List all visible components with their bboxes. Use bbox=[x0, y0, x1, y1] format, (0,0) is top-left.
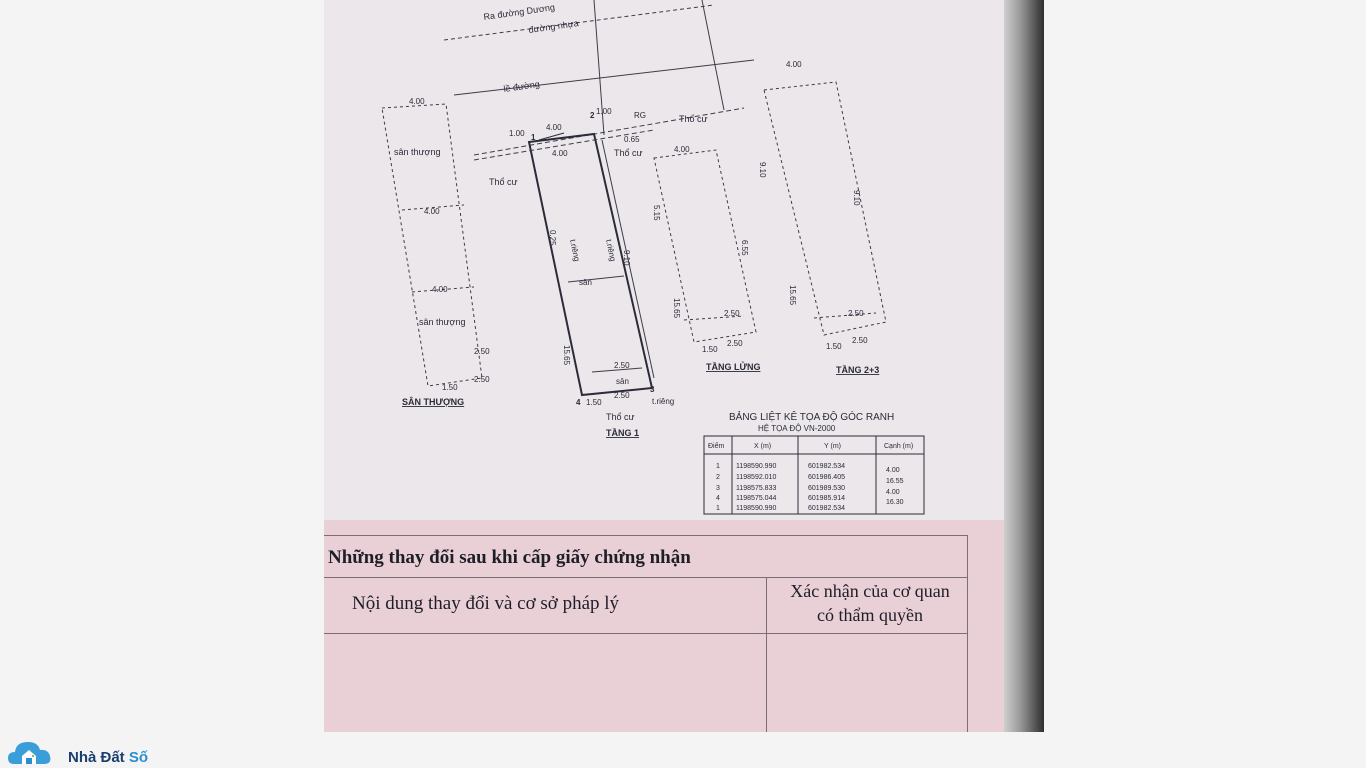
svg-text:X (m): X (m) bbox=[754, 443, 771, 450]
tang-1-outline bbox=[527, 132, 654, 397]
floor-label-tang-1: TẦNG 1 bbox=[606, 428, 639, 438]
content-header: Nội dung thay đổi và cơ sở pháp lý bbox=[352, 593, 620, 614]
rg-label: RG bbox=[634, 111, 646, 120]
svg-text:601989.530: 601989.530 bbox=[808, 485, 845, 492]
san-thuong-label-top: sân thượng bbox=[394, 147, 440, 157]
san-thuong-outline bbox=[381, 103, 483, 387]
floor-plan-drawing: Ra đường Dương đường nhựa lề đường 4.00 … bbox=[381, 0, 925, 515]
changes-title: Những thay đổi sau khi cấp giấy chứng nh… bbox=[328, 547, 691, 568]
thocu-bottom: Thổ cư bbox=[606, 412, 635, 422]
svg-text:601985.914: 601985.914 bbox=[808, 495, 845, 502]
coords-table bbox=[703, 435, 925, 515]
svg-text:Điểm: Điểm bbox=[708, 442, 725, 450]
svg-text:1.50: 1.50 bbox=[826, 342, 842, 351]
floor-label-san-thuong: SÂN THƯỢNG bbox=[402, 396, 464, 407]
svg-text:4.00: 4.00 bbox=[432, 285, 448, 294]
svg-text:4.00: 4.00 bbox=[424, 207, 440, 216]
thocu-left: Thổ cư bbox=[489, 177, 518, 187]
svg-text:4.00: 4.00 bbox=[674, 145, 690, 154]
svg-text:1198592.010: 1198592.010 bbox=[736, 474, 776, 481]
coords-title: BẢNG LIỆT KÊ TỌA ĐỘ GÓC RANH bbox=[729, 410, 894, 423]
svg-text:2.50: 2.50 bbox=[852, 336, 868, 345]
svg-text:1198575.833: 1198575.833 bbox=[736, 485, 776, 492]
svg-text:1: 1 bbox=[716, 505, 720, 512]
svg-text:601982.534: 601982.534 bbox=[808, 505, 845, 512]
svg-text:9.10: 9.10 bbox=[622, 250, 631, 266]
svg-text:1.50: 1.50 bbox=[442, 383, 458, 392]
floor-label-tang-lung: TẦNG LỬNG bbox=[706, 361, 760, 372]
coords-subtitle: HỆ TỌA ĐỘ VN-2000 bbox=[758, 424, 836, 433]
point-2: 2 bbox=[590, 111, 595, 120]
road-label-2: đường nhựa bbox=[528, 18, 579, 35]
svg-text:Y (m): Y (m) bbox=[824, 443, 841, 450]
paper-edge bbox=[1004, 0, 1044, 732]
svg-text:1198590.990: 1198590.990 bbox=[736, 505, 776, 512]
svg-text:4.00: 4.00 bbox=[409, 97, 425, 106]
certificate-paper: Ra đường Dương đường nhựa lề đường 4.00 … bbox=[324, 0, 1044, 732]
road-label-3: lề đường bbox=[503, 79, 540, 94]
svg-text:2.50: 2.50 bbox=[614, 361, 630, 370]
svg-text:1.50: 1.50 bbox=[586, 398, 602, 407]
svg-text:1: 1 bbox=[716, 463, 720, 470]
san-thuong-label-bottom: sân thượng bbox=[419, 317, 465, 327]
svg-text:4: 4 bbox=[716, 495, 720, 502]
svg-text:16.55: 16.55 bbox=[886, 478, 904, 485]
san-label-bottom: sân bbox=[616, 377, 629, 386]
svg-text:16.30: 16.30 bbox=[886, 499, 904, 506]
svg-text:4.00: 4.00 bbox=[886, 489, 900, 496]
svg-text:5.15: 5.15 bbox=[652, 205, 661, 221]
svg-text:2.50: 2.50 bbox=[724, 309, 740, 318]
svg-text:601986.405: 601986.405 bbox=[808, 474, 845, 481]
tang-lung-outline bbox=[653, 149, 757, 343]
san-label-mid: sân bbox=[579, 278, 592, 287]
svg-text:Cạnh (m): Cạnh (m) bbox=[884, 443, 913, 450]
tang-2-3-outline bbox=[763, 81, 887, 336]
thocu-right: Thổ cư bbox=[614, 148, 643, 158]
road-label-1: Ra đường Dương bbox=[483, 2, 556, 22]
svg-text:0.25: 0.25 bbox=[548, 230, 557, 246]
floor-label-tang-2-3: TẦNG 2+3 bbox=[836, 365, 879, 375]
svg-text:4.00: 4.00 bbox=[546, 123, 562, 132]
svg-text:0.65: 0.65 bbox=[624, 135, 640, 144]
svg-text:1.00: 1.00 bbox=[596, 107, 612, 116]
changes-section: Những thay đổi sau khi cấp giấy chứng nh… bbox=[324, 535, 968, 732]
svg-text:9.10: 9.10 bbox=[852, 190, 861, 206]
svg-text:4.00: 4.00 bbox=[886, 467, 900, 474]
svg-text:t.riêng: t.riêng bbox=[604, 239, 617, 263]
point-4: 4 bbox=[576, 398, 581, 407]
svg-text:2.50: 2.50 bbox=[727, 339, 743, 348]
thocu-top: Thổ cư bbox=[679, 114, 708, 124]
brand-logo-text: Nhà Đất Số bbox=[68, 749, 149, 766]
svg-text:2.50: 2.50 bbox=[474, 347, 490, 356]
svg-text:4.00: 4.00 bbox=[552, 149, 568, 158]
svg-text:3: 3 bbox=[716, 485, 720, 492]
svg-text:2.50: 2.50 bbox=[474, 375, 490, 384]
svg-text:2: 2 bbox=[716, 474, 720, 481]
svg-text:1198575.044: 1198575.044 bbox=[736, 495, 776, 502]
pink-security-pattern bbox=[324, 520, 1014, 732]
svg-text:15.65: 15.65 bbox=[788, 285, 797, 306]
svg-text:1.50: 1.50 bbox=[702, 345, 718, 354]
svg-text:2.50: 2.50 bbox=[848, 309, 864, 318]
rieng-label-bottom: t.riêng bbox=[652, 397, 674, 406]
point-3: 3 bbox=[650, 385, 655, 394]
brand-logo-icon bbox=[8, 742, 51, 764]
svg-text:15.65: 15.65 bbox=[672, 298, 681, 319]
svg-text:1.00: 1.00 bbox=[509, 129, 525, 138]
svg-text:6.55: 6.55 bbox=[740, 240, 749, 256]
svg-text:601982.534: 601982.534 bbox=[808, 463, 845, 470]
svg-text:t.riêng: t.riêng bbox=[568, 239, 581, 263]
svg-text:1198590.990: 1198590.990 bbox=[736, 463, 776, 470]
certificate-photo: Ra đường Dương đường nhựa lề đường 4.00 … bbox=[324, 0, 1044, 732]
svg-text:15.65: 15.65 bbox=[562, 345, 571, 366]
point-1: 1 bbox=[531, 133, 536, 142]
confirm-header: Xác nhận của cơ quan có thẩm quyền bbox=[790, 581, 950, 625]
svg-text:2.50: 2.50 bbox=[614, 391, 630, 400]
svg-text:4.00: 4.00 bbox=[786, 60, 802, 69]
svg-text:9.10: 9.10 bbox=[758, 162, 767, 178]
